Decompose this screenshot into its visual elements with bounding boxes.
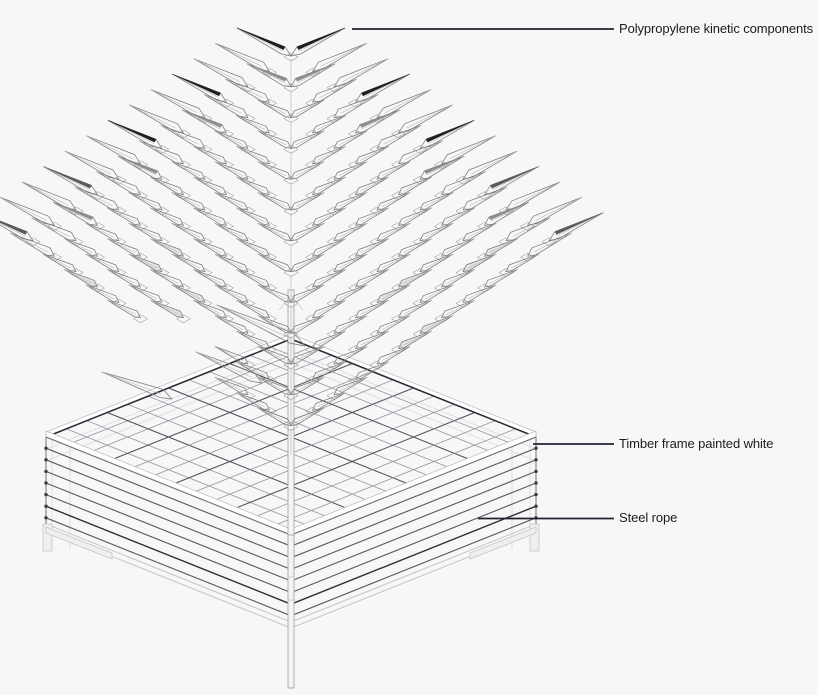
timber-frame-drawing (45, 289, 537, 561)
kinetic-components-drawing (0, 27, 604, 455)
label-kinetic-components: Polypropylene kinetic components (619, 21, 814, 36)
label-timber-frame: Timber frame painted white (619, 436, 774, 451)
steel-rope-drawing (42, 446, 540, 689)
label-steel-rope: Steel rope (619, 510, 678, 525)
leader-lines (352, 28, 614, 520)
